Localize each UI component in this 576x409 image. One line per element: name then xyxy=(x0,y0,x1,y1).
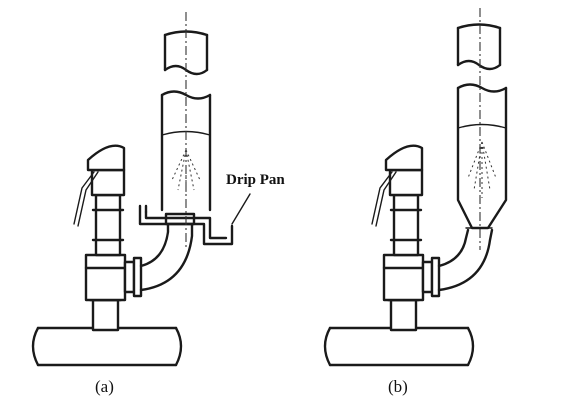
elbow-a xyxy=(139,212,196,292)
panel-a-label: (a) xyxy=(95,377,114,396)
discharge-pipe-b xyxy=(456,83,508,230)
drip-pan-a xyxy=(138,204,234,246)
upper-pipe-b xyxy=(456,23,502,71)
main-pipe-a xyxy=(31,326,183,367)
panel-b: (b) xyxy=(323,8,508,396)
drip-pan-leader xyxy=(231,193,251,225)
drip-pan-label: Drip Pan xyxy=(226,172,285,188)
discharge-pipe-a xyxy=(160,90,212,212)
flange-a xyxy=(123,256,143,298)
flange-b xyxy=(421,256,441,298)
panel-b-label: (b) xyxy=(388,377,408,396)
riser-pipe-a xyxy=(84,253,127,332)
safety-valve-a xyxy=(73,144,126,257)
riser-pipe-b xyxy=(382,253,425,332)
main-pipe-b xyxy=(323,326,475,367)
panel-a: Drip Pan (a) xyxy=(31,12,285,396)
safety-valve-b xyxy=(371,144,424,257)
elbow-b xyxy=(437,228,494,292)
